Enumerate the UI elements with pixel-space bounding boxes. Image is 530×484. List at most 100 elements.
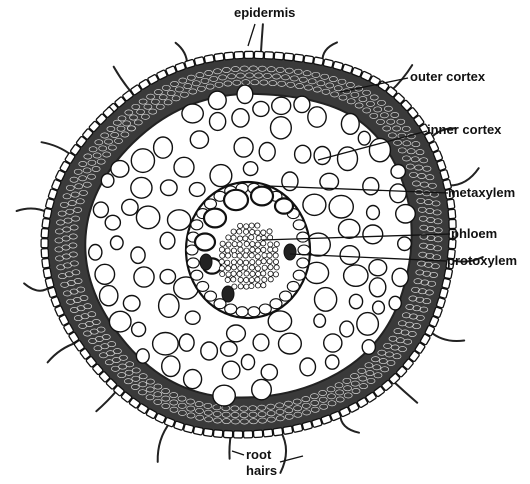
epidermis-cell (41, 249, 49, 258)
label-inner-cortex: inner cortex (427, 122, 502, 137)
parenchyma-cell (396, 205, 416, 223)
phloem-cell (237, 229, 242, 234)
phloem-cell (225, 277, 230, 282)
epidermis-cell (264, 52, 273, 59)
epidermis-cell (234, 51, 243, 58)
label-outer-cortex: outer cortex (410, 69, 486, 84)
phloem-cell (250, 247, 255, 252)
epidermis-cell (244, 51, 253, 58)
pericycle-cell (280, 291, 292, 301)
pericycle-cell (225, 304, 237, 314)
phloem-cell (231, 235, 236, 240)
label-root-hairs-line2: hairs (246, 463, 277, 478)
phloem-cell (244, 248, 249, 253)
phloem-cell (225, 260, 230, 265)
epidermis-cell (244, 431, 253, 438)
phloem-cell (226, 242, 231, 247)
parenchyma-cell (252, 379, 272, 399)
phloem-cell (243, 265, 248, 270)
phloem-cell (267, 259, 272, 264)
metaxylem-vessel (204, 209, 226, 228)
parenchyma-cell (153, 333, 179, 355)
phloem-cell (231, 271, 236, 276)
parenchyma-cell (390, 184, 407, 203)
phloem-cell (237, 253, 242, 258)
protoxylem-cell (200, 254, 212, 270)
parenchyma-cell (227, 325, 246, 342)
phloem-cell (255, 248, 260, 253)
parenchyma-cell (324, 334, 342, 352)
phloem-cell (244, 224, 249, 229)
phloem-cell (267, 253, 272, 258)
phloem-cell (232, 253, 237, 258)
epidermis-cell (224, 52, 234, 60)
epidermis-cell (203, 428, 213, 436)
parenchyma-cell (101, 174, 114, 188)
phloem-cell (274, 265, 279, 270)
parenchyma-cell (161, 180, 178, 196)
epidermis-cell (444, 269, 453, 279)
phloem-cell (238, 277, 243, 282)
protoxylem-cell (284, 244, 296, 260)
phloem-cell (255, 242, 260, 247)
parenchyma-cell (210, 165, 232, 187)
epidermis-cell (45, 198, 54, 209)
phloem-cell (261, 230, 266, 235)
pericycle-cell (187, 258, 199, 268)
parenchyma-cell (349, 294, 362, 308)
parenchyma-cell (253, 334, 269, 351)
epidermis-cell (442, 278, 451, 288)
pericycle-cell (270, 299, 282, 309)
parenchyma-cell (326, 355, 339, 369)
phloem-cell (255, 283, 260, 288)
pericycle-cell (191, 220, 203, 230)
phloem-cell (255, 266, 260, 271)
parenchyma-cell (162, 356, 180, 377)
phloem-cell (261, 241, 266, 246)
parenchyma-cell (134, 267, 154, 287)
phloem-cell (262, 277, 267, 282)
parenchyma-cell (373, 301, 385, 314)
phloem-cell (238, 247, 243, 252)
epidermis-cell (43, 208, 52, 218)
phloem-cell (273, 253, 278, 258)
parenchyma-cell (392, 268, 408, 286)
phloem-cell (256, 260, 261, 265)
phloem-cell (231, 265, 236, 270)
epidermis-cell (447, 199, 455, 209)
epidermis-cell (304, 55, 314, 63)
parenchyma-cell (308, 107, 326, 127)
phloem-cell (255, 277, 260, 282)
parenchyma-cell (341, 114, 359, 135)
phloem-cell (244, 241, 249, 246)
metaxylem-vessel (275, 198, 293, 213)
parenchyma-cell (320, 173, 339, 190)
phloem-cell (268, 271, 273, 276)
parenchyma-cell (362, 340, 375, 355)
parenchyma-cell (111, 161, 129, 178)
epidermis-cell (323, 59, 333, 68)
parenchyma-cell (369, 260, 387, 276)
parenchyma-cell (213, 385, 235, 406)
phloem-cell (226, 266, 231, 271)
parenchyma-cell (363, 178, 379, 195)
parenchyma-cell (329, 195, 353, 218)
parenchyma-cell (357, 313, 379, 336)
parenchyma-cell (201, 342, 218, 360)
phloem-cell (268, 242, 273, 247)
parenchyma-cell (232, 109, 249, 127)
phloem-cell (250, 229, 255, 234)
metaxylem-vessel (251, 187, 273, 206)
phloem-cell (261, 283, 266, 288)
epidermis-cell (183, 424, 194, 433)
parenchyma-cell (237, 85, 253, 103)
pericycle-cell (191, 270, 203, 280)
phloem-cell (220, 271, 225, 276)
epidermis-cell (263, 429, 273, 437)
epidermis-cell (448, 209, 456, 219)
parenchyma-cell (122, 199, 138, 215)
phloem-cell (238, 266, 243, 271)
parenchyma-cell (208, 91, 226, 109)
parenchyma-cell (154, 137, 173, 158)
